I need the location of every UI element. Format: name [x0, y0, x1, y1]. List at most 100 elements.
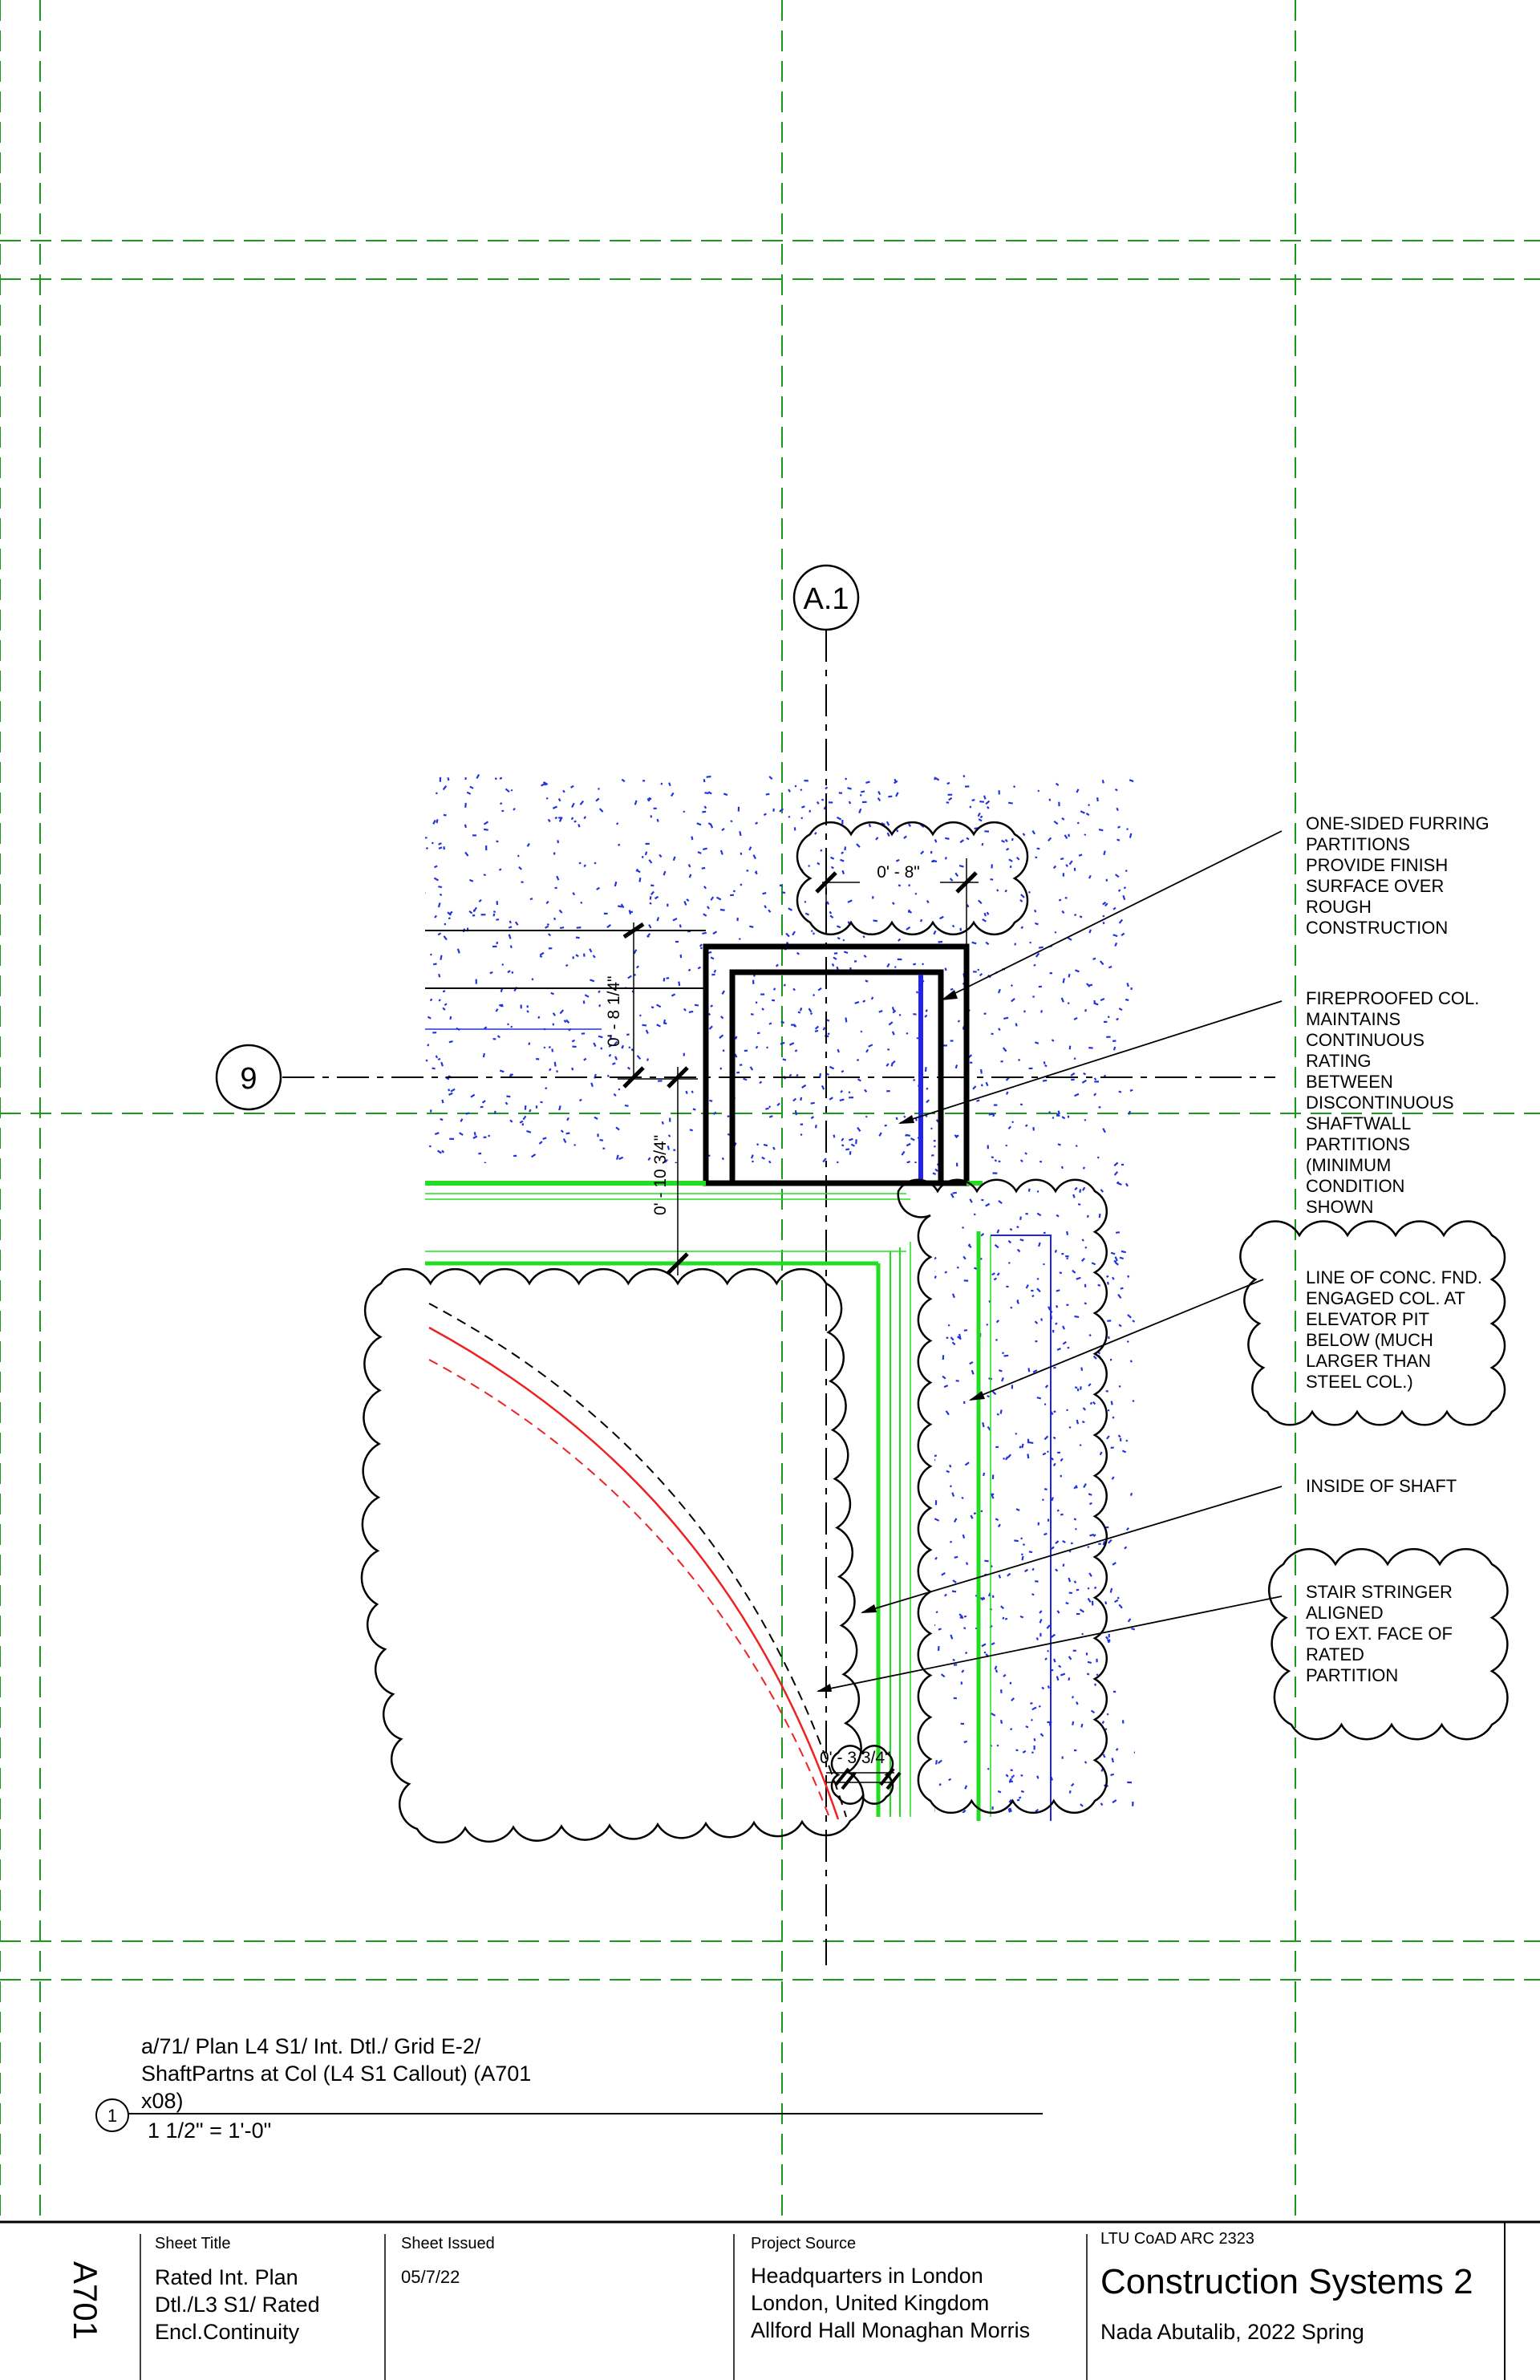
hatch-dot — [1116, 807, 1119, 812]
hatch-dot — [1114, 788, 1118, 792]
hatch-dot — [460, 1672, 465, 1678]
hatch-dot — [545, 797, 549, 800]
hatch-dot — [437, 932, 442, 936]
hatch-dot — [930, 1458, 936, 1463]
hatch-dot — [840, 858, 845, 862]
hatch-dot — [1108, 1539, 1112, 1544]
hatch-dot — [483, 1136, 487, 1138]
hatch-dot — [439, 893, 443, 897]
hatch-dot — [635, 1668, 638, 1671]
hatch-dot — [865, 979, 869, 983]
hatch-dot — [545, 1495, 549, 1498]
hatch-dot — [1062, 1325, 1066, 1330]
hatch-dot — [464, 1336, 470, 1341]
hatch-dot — [695, 1506, 699, 1509]
hatch-dot — [913, 963, 916, 966]
hatch-dot — [1076, 1419, 1080, 1425]
hatch-dot — [922, 963, 925, 966]
hatch-dot — [651, 1552, 654, 1555]
hatch-dot — [565, 1132, 570, 1135]
hatch-dot — [1101, 779, 1104, 784]
hatch-dot — [594, 1398, 598, 1401]
hatch-dot — [557, 1428, 561, 1432]
hatch-dot — [1039, 1610, 1043, 1614]
hatch-dot — [958, 1613, 963, 1618]
hatch-dot — [501, 809, 505, 813]
hatch-dot — [588, 1233, 592, 1236]
hatch-dot — [476, 1202, 479, 1206]
hatch-dot — [730, 820, 733, 823]
hatch-dot — [1112, 1046, 1116, 1051]
hatch-dot — [519, 1120, 524, 1124]
hatch-dot — [432, 1067, 436, 1070]
hatch-dot — [606, 1474, 610, 1478]
hatch-dot — [640, 1490, 643, 1493]
hatch-dot — [734, 1446, 738, 1449]
hatch-dot — [858, 808, 862, 814]
hatch-dot — [748, 846, 752, 851]
hatch-dot — [691, 836, 694, 841]
hatch-dot — [526, 1010, 529, 1013]
hatch-dot — [866, 1697, 869, 1701]
hatch-dot — [594, 1646, 599, 1651]
hatch-dot — [624, 1105, 629, 1107]
hatch-dot — [666, 976, 670, 979]
hatch-dot — [489, 971, 493, 975]
hatch-dot — [563, 1020, 567, 1024]
hatch-dot — [537, 1413, 543, 1417]
hatch-dot — [638, 1014, 642, 1017]
hatch-dot — [837, 1502, 843, 1508]
hatch-dot — [840, 1209, 843, 1212]
hatch-dot — [464, 1759, 467, 1762]
hatch-dot — [808, 1283, 812, 1287]
hatch-dot — [1038, 985, 1043, 988]
hatch-dot — [433, 877, 440, 882]
hatch-dot — [656, 917, 660, 922]
hatch-dot — [1019, 1615, 1024, 1619]
hatch-dot — [533, 1514, 537, 1518]
hatch-dot — [883, 1417, 887, 1421]
sheet-title: Rated Int. Plan Dtl./L3 S1/ Rated Encl.C… — [155, 2264, 320, 2346]
hatch-dot — [651, 1462, 656, 1466]
hatch-dot — [1009, 1807, 1012, 1813]
hatch-dot — [661, 1780, 667, 1782]
sheet-title-line: Dtl./L3 S1/ Rated — [155, 2293, 320, 2317]
hatch-dot — [977, 899, 983, 905]
hatch-dot — [533, 1621, 538, 1627]
hatch-dot — [924, 1014, 928, 1018]
hatch-dot — [668, 782, 671, 787]
hatch-dot — [878, 1132, 882, 1137]
hatch-dot — [1067, 937, 1072, 941]
hatch-dot — [723, 1709, 727, 1713]
hatch-dot — [552, 1012, 556, 1016]
hatch-dot — [553, 1576, 557, 1579]
hatch-dot — [594, 1380, 597, 1383]
hatch-dot — [515, 1723, 518, 1727]
hatch-dot — [629, 1804, 634, 1808]
hatch-dot — [918, 1760, 923, 1763]
hatch-dot — [517, 1475, 522, 1479]
hatch-dot — [588, 1557, 590, 1562]
hatch-dot — [732, 890, 736, 893]
hatch-dot — [1009, 1778, 1012, 1782]
hatch-dot — [813, 1592, 815, 1595]
hatch-dot — [836, 1696, 840, 1699]
hatch-dot — [527, 1226, 532, 1230]
hatch-dot — [910, 1356, 915, 1360]
hatch-dot — [595, 797, 600, 802]
hatch-dot — [1061, 1756, 1064, 1759]
hatch-dot — [625, 1648, 628, 1652]
hatch-dot — [1076, 1612, 1080, 1616]
hatch-dot — [554, 1765, 557, 1770]
hatch-dot — [691, 1090, 694, 1094]
hatch-dot — [937, 1646, 940, 1652]
hatch-dot — [538, 1358, 541, 1361]
hatch-dot — [1132, 1400, 1135, 1402]
hatch-dot — [509, 1204, 513, 1207]
hatch-dot — [1032, 1127, 1035, 1131]
hatch-dot — [933, 1140, 936, 1142]
hatch-dot — [602, 1520, 607, 1525]
hatch-dot — [572, 1406, 575, 1410]
hatch-dot — [1019, 1159, 1023, 1163]
hatch-dot — [1004, 889, 1007, 893]
